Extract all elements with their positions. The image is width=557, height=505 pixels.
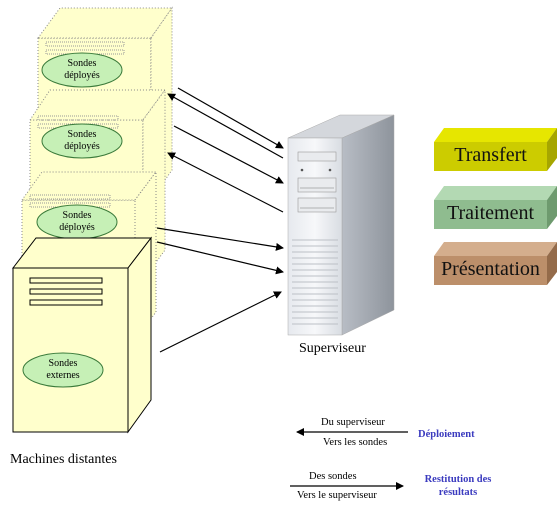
probe-label-machine-1: Sondes déployés	[52, 58, 112, 82]
probe-label-machine-3: Sondes déployés	[47, 210, 107, 234]
probe-label-line2: externes	[46, 370, 80, 381]
probe-label-machine-2: Sondes déployés	[52, 129, 112, 153]
arrow-deploy-machine-2	[173, 125, 284, 184]
legend-results-top: Des sondes	[309, 471, 357, 482]
arrow-deploy-machine-3	[156, 227, 284, 251]
legend-deploy-title: Déploiement	[418, 429, 475, 440]
legend-deploy-top: Du superviseur	[321, 417, 385, 428]
legend-results-title: Restitution des résultats	[410, 473, 506, 499]
legend-results-title-line2: résultats	[438, 487, 478, 498]
probe-label-line1: Sondes	[48, 358, 78, 369]
probe-label-line1: Sondes	[67, 129, 97, 140]
supervisor-server	[287, 114, 395, 336]
communication-arrows	[156, 87, 284, 353]
layer-presentation-label: Présentation	[441, 258, 540, 280]
legend-results-bottom: Vers le superviseur	[297, 490, 377, 501]
arrow-result-external	[159, 291, 282, 353]
probe-label-line1: Sondes	[62, 210, 92, 221]
probe-label-external: Sondes externes	[33, 358, 93, 382]
legend-deploy-bottom: Vers les sondes	[323, 437, 388, 448]
layer-presentation	[434, 242, 557, 285]
layer-traitement-label: Traitement	[446, 202, 535, 224]
layer-traitement	[434, 186, 557, 229]
arrow-result-machine-2	[167, 152, 284, 213]
legend-results-title-line1: Restitution des	[424, 474, 492, 485]
layer-transfert	[434, 128, 557, 171]
probe-label-line2: déployés	[59, 222, 95, 233]
arrow-result-machine-3	[156, 241, 284, 275]
probe-label-line2: déployés	[64, 141, 100, 152]
supervisor-caption: Superviseur	[299, 341, 366, 356]
arrow-deploy-machine-1	[177, 87, 284, 149]
probe-label-line1: Sondes	[67, 58, 97, 69]
probe-label-line2: déployés	[64, 70, 100, 81]
machines-caption: Machines distantes	[10, 452, 117, 467]
layer-transfert-label: Transfert	[454, 144, 527, 166]
arrow-result-machine-1	[167, 93, 284, 159]
remote-machine-external	[11, 236, 153, 434]
